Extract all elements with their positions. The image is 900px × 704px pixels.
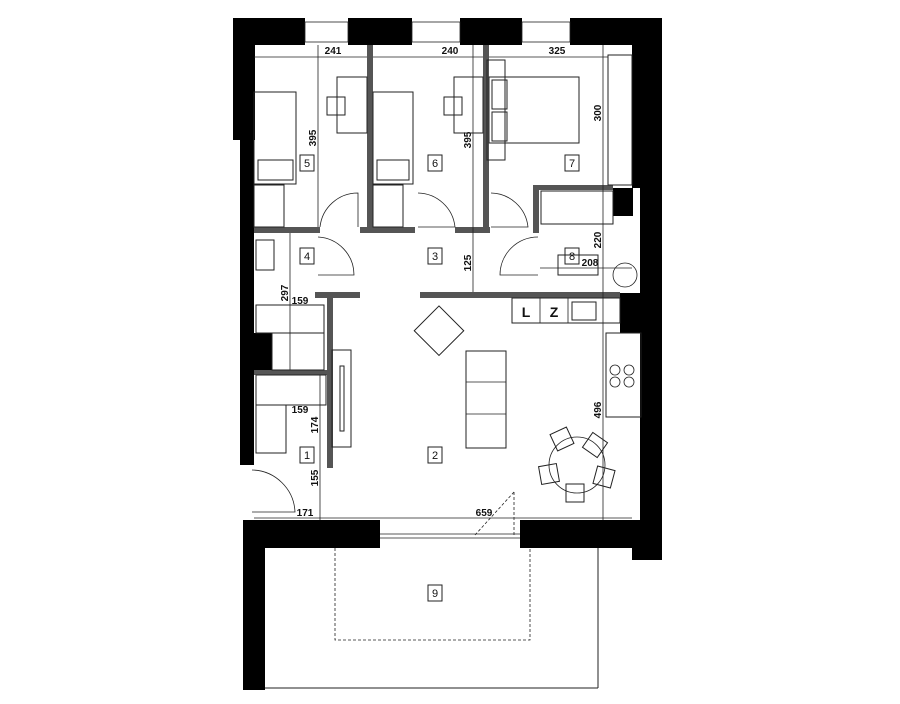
balcony bbox=[265, 548, 599, 689]
room-number: 9 bbox=[432, 588, 438, 600]
dim-room8-depth: 220 bbox=[593, 231, 604, 248]
room-label-1: 1 bbox=[299, 446, 315, 464]
dim-room4-width: 159 bbox=[292, 296, 309, 307]
dim-room5-depth: 395 bbox=[308, 129, 319, 146]
windows bbox=[304, 21, 571, 539]
dim-room6-width: 240 bbox=[442, 46, 459, 57]
room-label-6: 6 bbox=[427, 154, 443, 172]
dimension-lines bbox=[254, 45, 632, 520]
furniture bbox=[253, 54, 642, 503]
fridge-label: L bbox=[522, 304, 531, 320]
room-label-7: 7 bbox=[564, 154, 580, 172]
room-number: 5 bbox=[304, 158, 310, 170]
dim-living-depth: 496 bbox=[593, 401, 604, 418]
dim-room7-width: 325 bbox=[549, 46, 566, 57]
dim-living-width: 659 bbox=[476, 508, 493, 519]
room-label-8: 8 bbox=[564, 247, 580, 265]
dim-entry-width: 171 bbox=[297, 508, 314, 519]
room-label-5: 5 bbox=[299, 154, 315, 172]
room-number: 3 bbox=[432, 251, 438, 263]
exterior-walls bbox=[233, 18, 662, 690]
dim-room4-depth: 297 bbox=[280, 284, 291, 301]
dim-room8-width: 208 bbox=[582, 258, 599, 269]
room-number: 6 bbox=[432, 158, 438, 170]
room-label-3: 3 bbox=[427, 247, 443, 265]
dim-room7-depth: 300 bbox=[593, 104, 604, 121]
room-number: 8 bbox=[569, 251, 575, 263]
dim-closet-depth: 174 bbox=[310, 416, 321, 433]
dim-room6-depth: 395 bbox=[463, 131, 474, 148]
room-number: 7 bbox=[569, 158, 575, 170]
dim-hall-depth: 125 bbox=[463, 254, 474, 271]
dim-entry-depth: 155 bbox=[310, 469, 321, 486]
room-number: 2 bbox=[432, 450, 438, 462]
interior-walls bbox=[254, 45, 620, 468]
doors bbox=[251, 192, 539, 536]
dim-room5-width: 241 bbox=[325, 46, 342, 57]
room-number: 4 bbox=[304, 251, 310, 263]
room-label-9: 9 bbox=[427, 584, 443, 602]
room-label-2: 2 bbox=[427, 446, 443, 464]
room-number: 1 bbox=[304, 450, 310, 462]
dim-closet-width: 159 bbox=[292, 405, 309, 416]
freezer-label: Z bbox=[550, 304, 559, 320]
room-label-4: 4 bbox=[299, 247, 315, 265]
